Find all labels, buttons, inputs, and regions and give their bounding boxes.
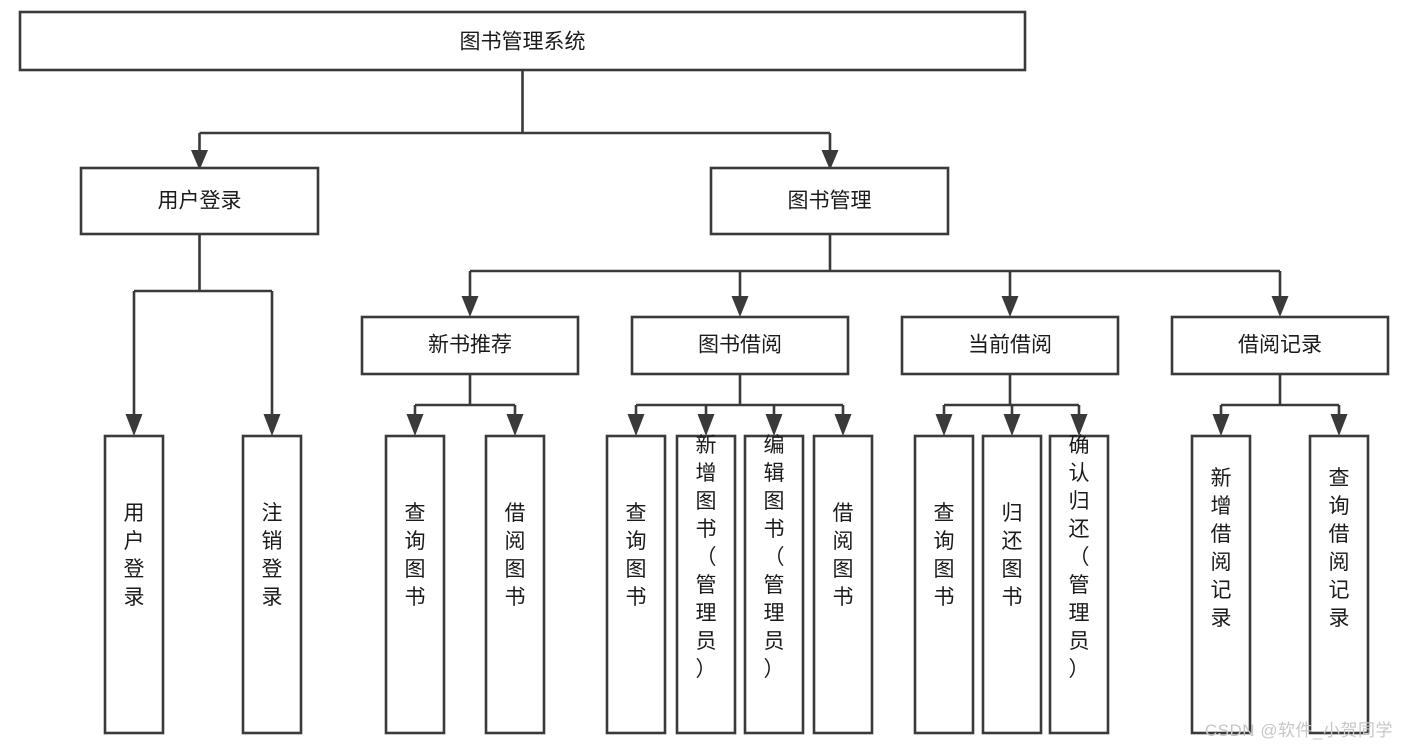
- node-leaf-query-borrow-record-label: 查询借阅记录: [1329, 467, 1350, 630]
- node-leaf-edit-book-admin-label: 编辑图书（管理员）: [764, 434, 785, 681]
- node-leaf-user-login-box[interactable]: [103, 434, 165, 735]
- node-current-borrow-label: 当前借阅: [968, 334, 1052, 357]
- arrowhead-leaf-query-book-2: [627, 414, 645, 436]
- node-leaf-edit-book-admin[interactable]: 编辑图书（管理员）: [743, 434, 805, 735]
- arrowhead-leaf-query-book-1: [406, 414, 424, 436]
- connector-group-current-borrow-to-leaves: [935, 374, 1088, 436]
- node-borrow-record[interactable]: 借阅记录: [1170, 315, 1390, 376]
- node-user-login-label: 用户登录: [158, 190, 242, 213]
- node-user-login[interactable]: 用户登录: [79, 166, 320, 236]
- arrowhead-leaf-user-login: [125, 414, 143, 436]
- node-book-borrow-box[interactable]: [630, 315, 850, 376]
- arrowhead-leaf-borrow-book-2: [834, 414, 852, 436]
- node-root-box[interactable]: [18, 10, 1027, 72]
- node-current-borrow[interactable]: 当前借阅: [900, 315, 1120, 376]
- node-leaf-return-book-box[interactable]: [981, 434, 1043, 735]
- arrowhead-to-current-borrow: [1001, 296, 1019, 317]
- connector-group-book-manage-to-level3: [461, 234, 1289, 317]
- arrowhead-to-borrow-record: [1271, 296, 1289, 317]
- node-leaf-query-book-3-box[interactable]: [913, 434, 975, 735]
- arrowhead-leaf-edit-book-admin: [765, 414, 783, 436]
- arrowhead-to-book-manage: [821, 150, 839, 170]
- node-leaf-query-book-3-label: 查询图书: [934, 502, 955, 609]
- arrowhead-to-new-book-recommend: [461, 296, 479, 317]
- node-leaf-add-book-admin-label: 新增图书（管理员）: [696, 434, 717, 681]
- node-leaf-add-borrow-record-box[interactable]: [1190, 434, 1252, 735]
- node-book-manage-label: 图书管理: [788, 190, 872, 213]
- connector-group-root-to-level2: [191, 70, 839, 170]
- node-leaf-edit-book-admin-box[interactable]: [743, 434, 805, 735]
- node-leaf-borrow-book-1-label: 借阅图书: [505, 502, 526, 609]
- node-leaf-user-logout-box[interactable]: [241, 434, 303, 735]
- connector-book-borrow-to-leaves: [634, 374, 845, 418]
- node-leaf-user-logout-label: 注销登录: [262, 502, 283, 609]
- node-leaf-confirm-return-admin-label: 确认归还（管理员）: [1069, 434, 1090, 681]
- node-leaf-add-book-admin[interactable]: 新增图书（管理员）: [675, 434, 737, 735]
- node-book-borrow[interactable]: 图书借阅: [630, 315, 850, 376]
- arrowhead-leaf-user-logout: [263, 414, 281, 436]
- node-leaf-user-login[interactable]: 用户登录: [103, 434, 165, 735]
- node-leaf-user-logout[interactable]: 注销登录: [241, 434, 303, 735]
- node-borrow-record-box[interactable]: [1170, 315, 1390, 376]
- node-current-borrow-box[interactable]: [900, 315, 1120, 376]
- node-root[interactable]: 图书管理系统: [18, 10, 1027, 72]
- node-leaf-query-book-2-label: 查询图书: [626, 502, 647, 609]
- node-leaf-query-borrow-record[interactable]: 查询借阅记录: [1308, 434, 1370, 735]
- node-leaf-user-login-label: 用户登录: [124, 502, 145, 609]
- arrowhead-leaf-query-book-3: [935, 414, 953, 436]
- arrowhead-leaf-add-borrow-record: [1212, 414, 1230, 436]
- node-leaf-return-book-label: 归还图书: [1002, 502, 1023, 609]
- node-new-book-recommend-box[interactable]: [360, 315, 580, 376]
- node-leaf-query-book-3[interactable]: 查询图书: [913, 434, 975, 735]
- connector-new-book-recommend-to-leaves: [413, 374, 517, 418]
- connector-book-manage-to-level3: [468, 234, 1282, 298]
- connector-group-book-borrow-to-leaves: [627, 374, 852, 436]
- node-book-manage[interactable]: 图书管理: [709, 166, 950, 236]
- connector-group-user-login-to-leaves: [125, 234, 281, 436]
- node-leaf-query-book-1-box[interactable]: [384, 434, 446, 735]
- node-leaf-query-book-2-box[interactable]: [605, 434, 667, 735]
- node-leaf-return-book[interactable]: 归还图书: [981, 434, 1043, 735]
- arrowhead-leaf-add-book-admin: [697, 414, 715, 436]
- node-leaf-confirm-return-admin[interactable]: 确认归还（管理员）: [1048, 434, 1110, 735]
- node-leaf-query-borrow-record-box[interactable]: [1308, 434, 1370, 735]
- connector-user-login-to-leaves: [132, 234, 274, 418]
- connector-group-new-book-recommend-to-leaves: [406, 374, 524, 436]
- node-leaf-borrow-book-1[interactable]: 借阅图书: [484, 434, 546, 735]
- node-leaf-add-book-admin-box[interactable]: [675, 434, 737, 735]
- node-leaf-confirm-return-admin-box[interactable]: [1048, 434, 1110, 735]
- node-leaf-borrow-book-1-box[interactable]: [484, 434, 546, 735]
- node-leaf-query-book-1-label: 查询图书: [405, 502, 426, 609]
- csdn-watermark: CSDN @软件_小贺同学: [1204, 721, 1393, 740]
- connector-borrow-record-to-leaves: [1219, 374, 1341, 418]
- node-leaf-add-borrow-record-label: 新增借阅记录: [1211, 467, 1232, 630]
- arrowhead-leaf-confirm-return-admin: [1070, 414, 1088, 436]
- node-leaf-borrow-book-2-box[interactable]: [812, 434, 874, 735]
- connector-root-to-level2: [198, 70, 832, 152]
- node-root-label: 图书管理系统: [460, 31, 586, 54]
- arrowhead-to-user-login: [191, 150, 208, 170]
- node-book-borrow-label: 图书借阅: [698, 334, 782, 357]
- node-new-book-recommend[interactable]: 新书推荐: [360, 315, 580, 376]
- node-borrow-record-label: 借阅记录: [1238, 334, 1322, 357]
- node-leaf-borrow-book-2[interactable]: 借阅图书: [812, 434, 874, 735]
- node-leaf-query-book-2[interactable]: 查询图书: [605, 434, 667, 735]
- node-new-book-recommend-label: 新书推荐: [428, 334, 512, 357]
- arrowhead-leaf-query-borrow-record: [1330, 414, 1348, 436]
- connector-group-borrow-record-to-leaves: [1212, 374, 1348, 436]
- arrowhead-leaf-borrow-book-1: [506, 414, 524, 436]
- node-leaf-borrow-book-2-label: 借阅图书: [833, 502, 854, 609]
- node-leaf-query-book-1[interactable]: 查询图书: [384, 434, 446, 735]
- arrowhead-leaf-return-book: [1003, 414, 1021, 436]
- connector-current-borrow-to-leaves: [942, 374, 1081, 418]
- node-book-manage-box[interactable]: [709, 166, 950, 236]
- node-user-login-box[interactable]: [79, 166, 320, 236]
- arrowhead-to-book-borrow: [731, 296, 749, 317]
- node-leaf-add-borrow-record[interactable]: 新增借阅记录: [1190, 434, 1252, 735]
